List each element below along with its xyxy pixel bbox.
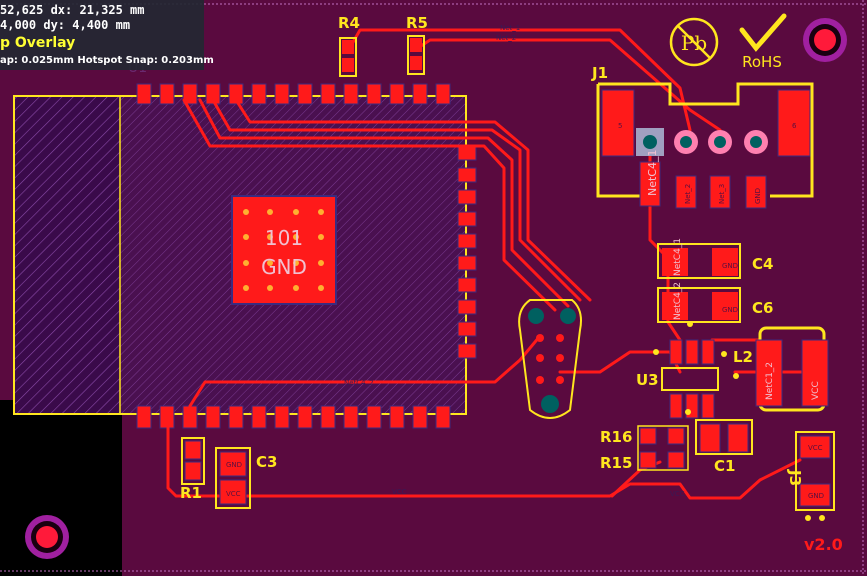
svg-text:RoHS: RoHS [742, 53, 782, 71]
c1-pad-1[interactable] [699, 423, 721, 453]
module-bottom-pads [136, 405, 451, 429]
svg-text:Pb: Pb [681, 31, 707, 55]
hud-x-readout: 52,625 dx: 21,325 mm [0, 3, 145, 17]
r16-designator: R16 [600, 428, 632, 446]
j1-connector[interactable]: 5 6 NetC4_1 Net_2 Net_3 GND [596, 82, 814, 209]
c3-pad-2[interactable] [219, 479, 247, 505]
l2-designator: L2 [733, 348, 753, 366]
c1-designator: C1 [714, 457, 735, 475]
svg-text:GND: GND [722, 306, 738, 314]
svg-text:NetC4_2: NetC4_2 [344, 379, 374, 387]
ground-pad-vias [243, 209, 324, 291]
svg-text:NetC4_1: NetC4_1 [646, 150, 659, 197]
copper-traces [166, 28, 812, 500]
svg-text:VCC: VCC [670, 490, 685, 498]
r15-pad-2[interactable] [667, 451, 685, 469]
c1-pad-2[interactable] [727, 423, 749, 453]
c6-pad-1[interactable] [662, 292, 688, 320]
r16-pad-1[interactable] [639, 427, 657, 445]
r15-designator: R15 [600, 454, 632, 472]
r5-designator: R5 [406, 14, 428, 32]
svg-text:NetC4_2: NetC4_2 [673, 282, 683, 320]
r15-pad-1[interactable] [639, 451, 657, 469]
j3-pad-1[interactable] [799, 483, 831, 507]
svg-text:VCC: VCC [811, 381, 821, 400]
ground-pad-number: 101 [265, 226, 303, 250]
r1-designator: R1 [180, 484, 202, 502]
svg-text:VCC: VCC [392, 488, 407, 496]
svg-text:6: 6 [792, 122, 797, 130]
r4-pad-1[interactable] [342, 40, 354, 54]
c6-pad-2[interactable] [712, 292, 738, 320]
svg-text:GND: GND [808, 492, 824, 500]
version-label: v2.0 [804, 535, 843, 554]
r1-pad-2[interactable] [184, 461, 202, 481]
j1-designator: J1 [591, 64, 608, 82]
svg-text:Net_1: Net_1 [500, 24, 520, 32]
pb-free-icon: Pb [669, 17, 719, 67]
l2-pad-2[interactable] [801, 339, 829, 407]
net-labels: VCC VCC NetC4_2 Net_1 Net_2 [344, 24, 685, 498]
svg-text:NetC1_2: NetC1_2 [765, 362, 775, 400]
c3-pad-1[interactable] [219, 451, 247, 477]
svg-text:VCC: VCC [808, 444, 823, 452]
r4-designator: R4 [338, 14, 360, 32]
u3-designator: U3 [636, 371, 659, 389]
svg-text:GND: GND [722, 262, 738, 270]
c4-designator: C4 [752, 255, 773, 273]
svg-text:GND: GND [754, 188, 762, 204]
module-right-pads [457, 145, 477, 359]
svg-text:Net_3: Net_3 [718, 184, 726, 204]
c4-pad-1[interactable] [662, 248, 688, 276]
programming-header[interactable] [518, 299, 582, 419]
svg-text:5: 5 [618, 122, 622, 130]
hud-y-readout: 4,000 dy: 4,400 mm [0, 18, 131, 32]
j3-pad-2[interactable] [799, 435, 831, 459]
c4-pad-2[interactable] [712, 248, 738, 276]
c3-designator: C3 [256, 453, 277, 471]
hud-layer-name: p Overlay [0, 35, 76, 51]
svg-text:Net_2: Net_2 [684, 184, 692, 204]
module-antenna-keepout [14, 96, 120, 414]
mounting-hole-bottom-left-icon [25, 515, 69, 559]
r1-pad-1[interactable] [184, 440, 202, 460]
module-top-pads [136, 83, 451, 105]
r4-pad-2[interactable] [342, 58, 354, 72]
coordinate-hud: 52,625 dx: 21,325 mm 4,000 dy: 4,400 mm … [0, 0, 214, 70]
rohs-icon: RoHS [739, 13, 787, 71]
c6-designator: C6 [752, 299, 773, 317]
mounting-hole-top-right-icon [803, 18, 847, 62]
ground-pad-net: GND [261, 255, 307, 279]
j3-designator: J3 [786, 469, 804, 486]
r16-pad-2[interactable] [667, 427, 685, 445]
r5-pad-2[interactable] [410, 56, 422, 70]
module-ground-pad[interactable] [231, 195, 337, 305]
u3-body[interactable] [661, 367, 719, 391]
svg-text:GND: GND [226, 461, 242, 469]
svg-text:NetC4_1: NetC4_1 [673, 238, 683, 276]
hud-snap-info: ap: 0.025mm Hotspot Snap: 0.203mm [0, 55, 214, 66]
r5-pad-1[interactable] [410, 38, 422, 52]
svg-text:Net_2: Net_2 [496, 34, 516, 42]
svg-text:VCC: VCC [226, 490, 241, 498]
l2-pad-1[interactable] [755, 339, 783, 407]
